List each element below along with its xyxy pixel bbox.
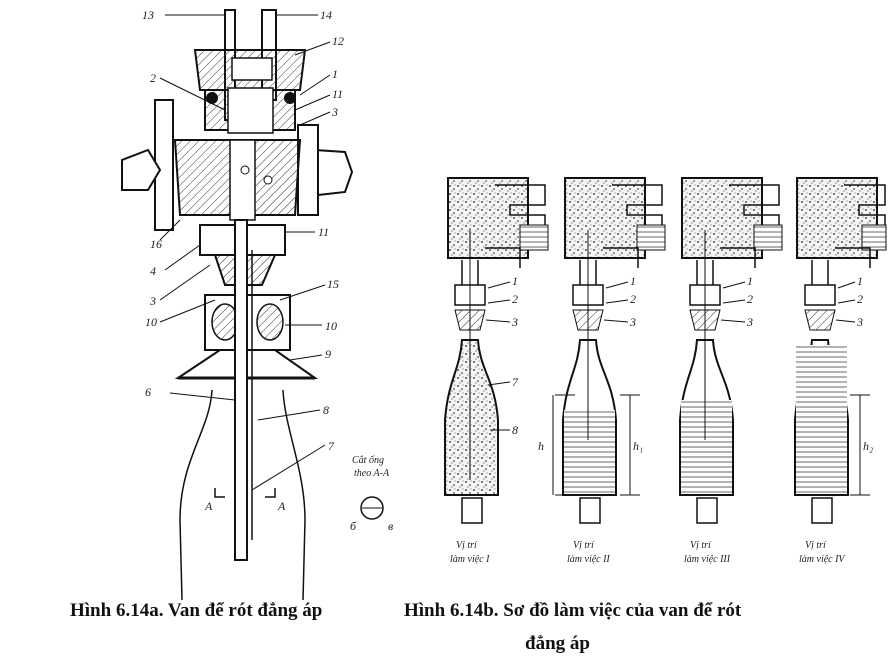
diagram-canvas: 13 14 12 2 1 11 3 16 4 11 3 15 10 10 9 6… [121, 8, 887, 600]
caption-figure-b-line2: đẳng áp [525, 633, 590, 654]
svg-text:16: 16 [150, 237, 162, 251]
position-1-line2: làm việc I [450, 554, 490, 565]
position-1-line1: Vị trí [456, 540, 478, 551]
svg-text:7: 7 [328, 439, 335, 453]
svg-text:3: 3 [856, 315, 863, 329]
svg-text:10: 10 [325, 319, 337, 333]
caption-figure-b-line1: Hình 6.14b. Sơ đồ làm việc của van để ró… [404, 600, 742, 621]
section-note-line2: theo A-A [354, 468, 390, 479]
svg-text:1: 1 [747, 274, 753, 288]
working-position-1: 1 2 3 7 8 Vị trí làm việc I [444, 177, 549, 565]
height-marker-h: h [538, 394, 575, 496]
svg-text:1: 1 [512, 274, 518, 288]
svg-text:3: 3 [331, 105, 338, 119]
svg-text:1: 1 [630, 274, 636, 288]
svg-text:11: 11 [318, 225, 329, 239]
svg-text:h₁: h₁ [633, 439, 643, 453]
svg-text:2: 2 [630, 292, 636, 306]
svg-text:10: 10 [145, 315, 157, 329]
working-position-2: 1 2 3 h₁ Vị trí làm việc II [562, 177, 666, 565]
svg-text:7: 7 [512, 375, 519, 389]
section-note: Cắt ống theo A-A [352, 455, 390, 479]
svg-text:A: A [204, 499, 213, 513]
svg-text:6: 6 [145, 385, 151, 399]
svg-text:3: 3 [746, 315, 753, 329]
svg-text:2: 2 [747, 292, 753, 306]
svg-text:9: 9 [325, 347, 331, 361]
svg-text:11: 11 [332, 87, 343, 101]
svg-text:4: 4 [150, 264, 156, 278]
svg-text:8: 8 [323, 403, 329, 417]
svg-text:3: 3 [511, 315, 518, 329]
svg-text:б: б [350, 519, 357, 533]
svg-text:h: h [538, 439, 544, 453]
working-position-3: 1 2 3 Vị trí làm việc III [679, 177, 783, 565]
svg-text:2: 2 [150, 71, 156, 85]
svg-text:A: A [277, 499, 286, 513]
position-3-line2: làm việc III [684, 554, 731, 565]
position-2-line1: Vị trí [573, 540, 595, 551]
svg-text:1: 1 [857, 274, 863, 288]
valve-section-drawing: 13 14 12 2 1 11 3 16 4 11 3 15 10 10 9 6… [121, 8, 393, 600]
caption-figure-a: Hình 6.14a. Van để rót đẳng áp [70, 600, 323, 621]
svg-text:13: 13 [142, 8, 154, 22]
svg-text:h₂: h₂ [863, 439, 873, 453]
section-note-line1: Cắt ống [352, 455, 384, 466]
working-position-4: 1 2 3 h₂ Vị trí làm việc IV [794, 177, 887, 565]
position-3-line1: Vị trí [690, 540, 712, 551]
svg-text:3: 3 [629, 315, 636, 329]
svg-text:8: 8 [512, 423, 518, 437]
svg-text:1: 1 [332, 67, 338, 81]
svg-text:2: 2 [512, 292, 518, 306]
svg-text:3: 3 [149, 294, 156, 308]
svg-text:15: 15 [327, 277, 339, 291]
svg-text:12: 12 [332, 34, 344, 48]
position-2-line2: làm việc II [567, 554, 610, 565]
svg-text:2: 2 [857, 292, 863, 306]
svg-text:14: 14 [320, 8, 332, 22]
svg-text:в: в [388, 519, 393, 533]
position-4-line2: làm việc IV [799, 554, 846, 565]
position-4-line1: Vị trí [805, 540, 827, 551]
